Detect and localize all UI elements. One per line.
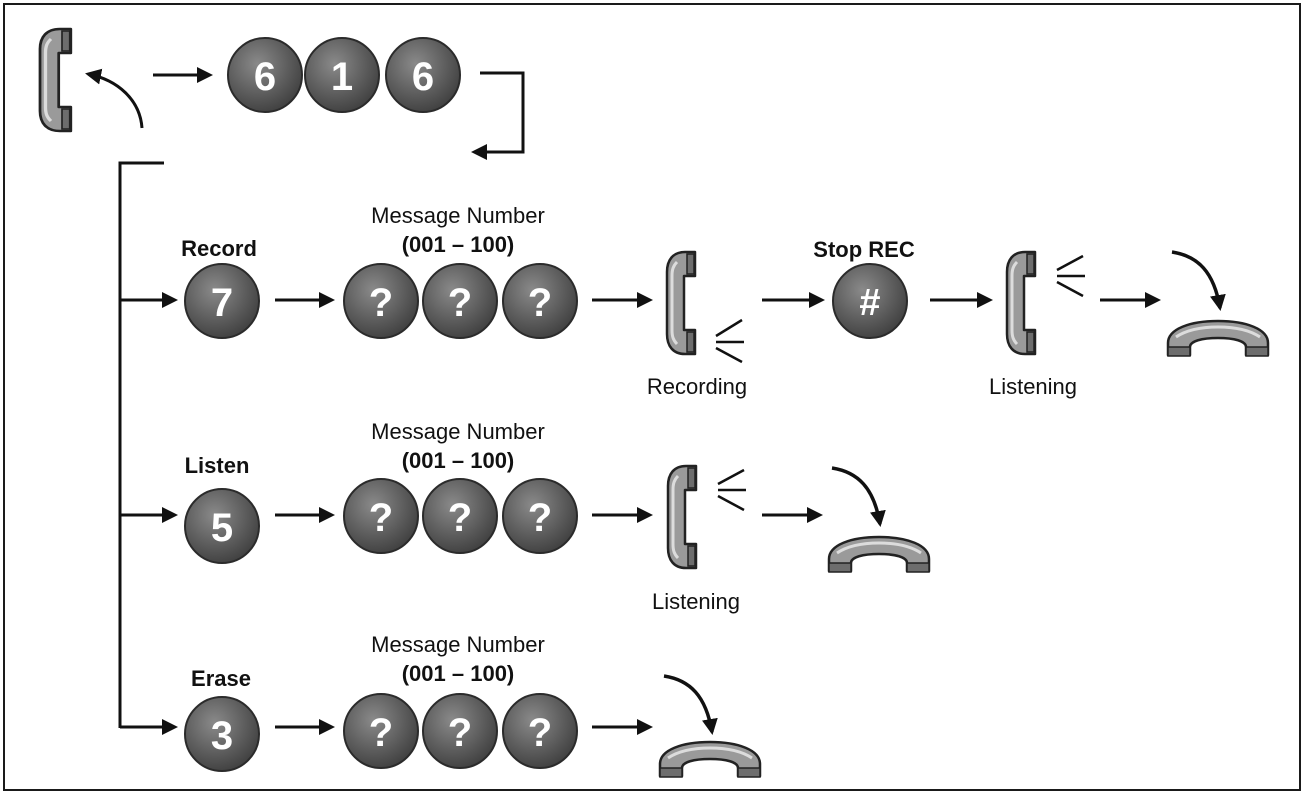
code-return-path bbox=[471, 71, 525, 160]
hang-up-icon bbox=[658, 740, 762, 779]
curved-arrow-icon bbox=[663, 674, 718, 735]
code-key-1-label: 6 bbox=[254, 55, 276, 99]
record-msg-key-3-label: ? bbox=[528, 281, 552, 325]
erase-key-label: 3 bbox=[211, 714, 233, 758]
record-msg-key-2: ? bbox=[422, 263, 498, 339]
erase-message-number-label: Message Number bbox=[371, 632, 545, 657]
listening-label-row2: Listening bbox=[651, 589, 741, 614]
listen-msg-key-3-label: ? bbox=[528, 496, 552, 540]
start-handset-icon bbox=[38, 27, 73, 133]
record-msg-key-2-label: ? bbox=[448, 281, 472, 325]
listen-msg-key-2-label: ? bbox=[448, 496, 472, 540]
code-key-3: 6 bbox=[385, 37, 461, 113]
listen-msg-key-1: ? bbox=[343, 478, 419, 554]
listening-label-row1: Listening bbox=[988, 374, 1078, 399]
code-key-3-label: 6 bbox=[412, 55, 434, 99]
stop-key-label: # bbox=[859, 282, 880, 324]
recording-label: Recording bbox=[646, 374, 748, 399]
erase-key: 3 bbox=[184, 696, 260, 772]
listen-command-label: Listen bbox=[184, 453, 250, 478]
code-key-1: 6 bbox=[227, 37, 303, 113]
record-key: 7 bbox=[184, 263, 260, 339]
handset-listening-icon bbox=[1005, 250, 1085, 356]
record-range-label: (001 – 100) bbox=[401, 232, 515, 257]
stop-key: # bbox=[832, 263, 908, 339]
hang-up-icon bbox=[827, 535, 931, 574]
listen-msg-key-1-label: ? bbox=[369, 496, 393, 540]
code-key-2: 1 bbox=[304, 37, 380, 113]
code-key-2-label: 1 bbox=[331, 55, 353, 99]
erase-msg-key-1: ? bbox=[343, 693, 419, 769]
curved-arrow-icon bbox=[1171, 250, 1226, 311]
listen-range-label: (001 – 100) bbox=[401, 448, 515, 473]
record-message-number-label: Message Number bbox=[371, 203, 545, 228]
main-trunk-line bbox=[118, 161, 164, 728]
curved-arrow-icon bbox=[831, 466, 886, 527]
erase-msg-key-2-label: ? bbox=[448, 711, 472, 755]
stop-rec-label: Stop REC bbox=[813, 237, 915, 262]
record-msg-key-1-label: ? bbox=[369, 281, 393, 325]
hang-up-icon bbox=[1166, 319, 1270, 358]
listen-key-label: 5 bbox=[211, 506, 233, 550]
diagram-frame bbox=[3, 3, 1301, 791]
erase-msg-key-2: ? bbox=[422, 693, 498, 769]
handset-speaking-icon bbox=[665, 250, 744, 364]
listen-key: 5 bbox=[184, 488, 260, 564]
handset-listening-icon bbox=[666, 464, 746, 570]
record-msg-key-1: ? bbox=[343, 263, 419, 339]
erase-msg-key-1-label: ? bbox=[369, 711, 393, 755]
erase-range-label: (001 – 100) bbox=[401, 661, 515, 686]
listen-msg-key-3: ? bbox=[502, 478, 578, 554]
erase-msg-key-3-label: ? bbox=[528, 711, 552, 755]
record-key-label: 7 bbox=[211, 281, 233, 325]
listen-msg-key-2: ? bbox=[422, 478, 498, 554]
erase-command-label: Erase bbox=[191, 666, 251, 691]
record-command-label: Record bbox=[181, 236, 257, 261]
erase-msg-key-3: ? bbox=[502, 693, 578, 769]
listen-message-number-label: Message Number bbox=[371, 419, 545, 444]
curved-return-arrow bbox=[85, 68, 144, 129]
record-msg-key-3: ? bbox=[502, 263, 578, 339]
